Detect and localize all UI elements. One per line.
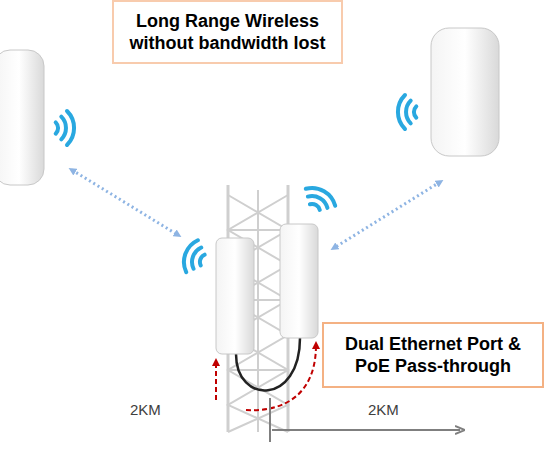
wifi-signal (300, 183, 339, 216)
title-text: Long Range Wireless without bandwidth lo… (120, 10, 335, 54)
distance-tick (269, 398, 271, 442)
tower-device (280, 224, 318, 338)
wifi-signal (398, 95, 416, 129)
distance-label: 2KM (128, 401, 163, 418)
wifi-signal (180, 238, 209, 276)
remote-device (431, 28, 499, 156)
wireless-link (334, 182, 440, 248)
cable-arrow (246, 345, 316, 410)
distance-arrow (272, 429, 460, 431)
remote-device (0, 50, 44, 185)
title-box: Long Range Wireless without bandwidth lo… (112, 0, 343, 64)
wifi-signal (56, 111, 74, 145)
wireless-link (72, 170, 178, 235)
callout-box: Dual Ethernet Port & PoE Pass-through (322, 322, 544, 388)
distance-label: 2KM (366, 401, 401, 418)
tower-device (216, 238, 254, 354)
callout-text: Dual Ethernet Port & PoE Pass-through (330, 333, 536, 377)
cable-arrow (215, 362, 217, 400)
